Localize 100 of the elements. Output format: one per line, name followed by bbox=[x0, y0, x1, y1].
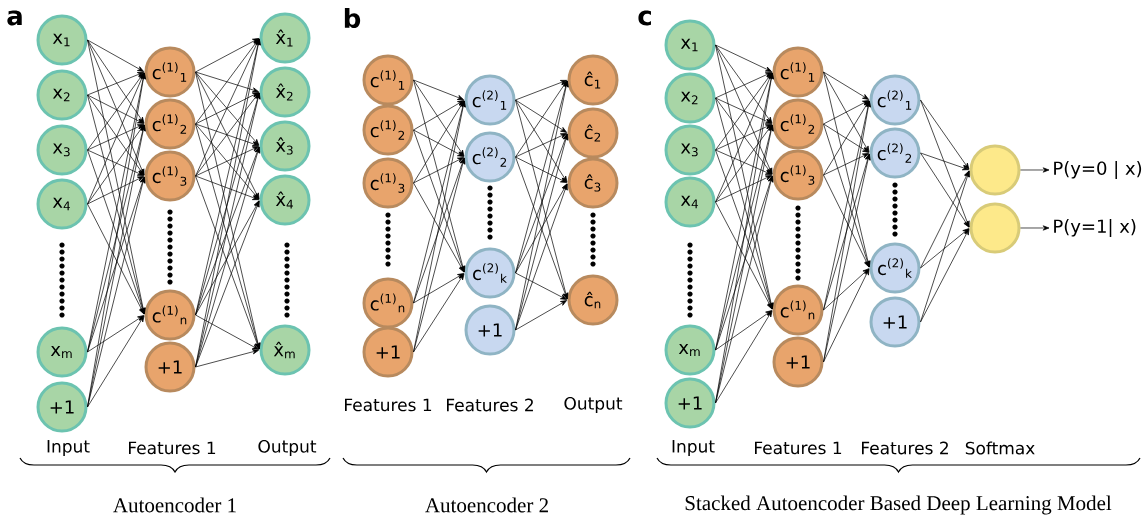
arrow bbox=[515, 133, 569, 331]
output-label: P(y=1| x) bbox=[1054, 218, 1136, 237]
arrow bbox=[715, 175, 774, 404]
arrow bbox=[87, 315, 144, 353]
arrow bbox=[195, 38, 260, 177]
arrow bbox=[920, 152, 969, 171]
arrow bbox=[87, 149, 145, 315]
output-label: P(y=0 | x) bbox=[1054, 160, 1142, 179]
arrow bbox=[195, 38, 261, 316]
arrow bbox=[413, 157, 464, 184]
arrow bbox=[515, 272, 567, 300]
caption-text: Autoencoder 2 bbox=[425, 497, 548, 513]
arrow bbox=[195, 71, 260, 146]
arrow bbox=[715, 44, 772, 72]
arrow bbox=[920, 152, 970, 228]
arrow bbox=[87, 72, 144, 96]
arrow bbox=[920, 170, 970, 269]
arrow bbox=[195, 146, 259, 177]
arrow bbox=[823, 71, 869, 100]
arrow bbox=[715, 149, 773, 310]
arrow bbox=[515, 99, 569, 300]
arrow bbox=[195, 314, 259, 350]
arrow bbox=[920, 228, 970, 323]
arrow bbox=[715, 201, 773, 310]
arrow bbox=[413, 273, 464, 304]
arrow bbox=[413, 182, 465, 273]
arrow bbox=[195, 92, 259, 125]
arrow bbox=[413, 79, 464, 100]
layer-label: Features 2 bbox=[447, 398, 533, 412]
arrow bbox=[515, 183, 568, 331]
arrow bbox=[195, 71, 260, 200]
arrow bbox=[515, 156, 567, 183]
arrow bbox=[823, 268, 870, 311]
arrow bbox=[87, 94, 144, 124]
arrow bbox=[1020, 167, 1050, 173]
arrow bbox=[413, 100, 465, 184]
arrow bbox=[87, 176, 144, 205]
arrow bbox=[823, 153, 869, 176]
arrow bbox=[920, 99, 970, 170]
arrow bbox=[715, 44, 773, 124]
arrow bbox=[515, 80, 568, 158]
arrow bbox=[87, 124, 144, 151]
arrow bbox=[715, 124, 774, 351]
layer-label: Features 1 bbox=[755, 441, 842, 455]
caption-text: Autoencoder 1 bbox=[113, 497, 236, 513]
arrow bbox=[87, 124, 146, 353]
arrow bbox=[823, 71, 870, 153]
softmax-circle bbox=[969, 144, 1021, 196]
arrow bbox=[823, 153, 871, 311]
arrow bbox=[195, 38, 260, 125]
arrow bbox=[195, 123, 260, 200]
arrow bbox=[87, 315, 145, 408]
arrow bbox=[87, 94, 145, 176]
arrow bbox=[195, 200, 260, 316]
arrow bbox=[715, 124, 773, 203]
arrow bbox=[87, 203, 145, 315]
arrow bbox=[87, 176, 145, 353]
arrow bbox=[1020, 225, 1050, 231]
layer-label: Softmax bbox=[965, 441, 1035, 455]
arrow bbox=[413, 100, 464, 131]
arrow bbox=[823, 174, 870, 268]
caption-text: Stacked Autoencoder Based Deep Learning Model bbox=[685, 495, 1112, 515]
arrow bbox=[413, 129, 464, 157]
arrow bbox=[195, 175, 259, 200]
arrow bbox=[515, 300, 567, 331]
arrow bbox=[87, 39, 145, 124]
arrow bbox=[413, 157, 465, 304]
arrow bbox=[87, 39, 145, 176]
arrow bbox=[515, 183, 568, 274]
arrow bbox=[413, 157, 466, 353]
arrow bbox=[87, 72, 145, 151]
arrow bbox=[195, 200, 260, 368]
arrow bbox=[515, 80, 567, 101]
layer-label: Features 2 bbox=[862, 441, 948, 455]
arrow bbox=[715, 72, 772, 99]
arrow bbox=[195, 175, 260, 350]
arrow bbox=[823, 100, 869, 125]
arrow bbox=[715, 72, 773, 203]
arrow bbox=[87, 176, 146, 408]
arrow bbox=[515, 133, 567, 158]
arrow bbox=[920, 170, 970, 323]
arrow bbox=[195, 92, 260, 177]
arrow bbox=[195, 38, 259, 73]
arrow bbox=[87, 72, 145, 205]
arrow bbox=[715, 72, 773, 151]
layer-label: Features 1 bbox=[345, 398, 432, 412]
arrow bbox=[515, 133, 568, 274]
arrow bbox=[823, 100, 870, 176]
arrow bbox=[413, 79, 465, 157]
arrow bbox=[195, 123, 259, 147]
arrow bbox=[823, 100, 871, 311]
arrow bbox=[195, 349, 259, 368]
layer-label: Output bbox=[258, 439, 317, 457]
arrow bbox=[715, 97, 773, 175]
arrow bbox=[823, 123, 870, 268]
arrow bbox=[715, 97, 772, 124]
arrow bbox=[920, 228, 970, 269]
arrow bbox=[515, 99, 567, 133]
arrow bbox=[413, 100, 466, 304]
arrow bbox=[87, 149, 144, 176]
